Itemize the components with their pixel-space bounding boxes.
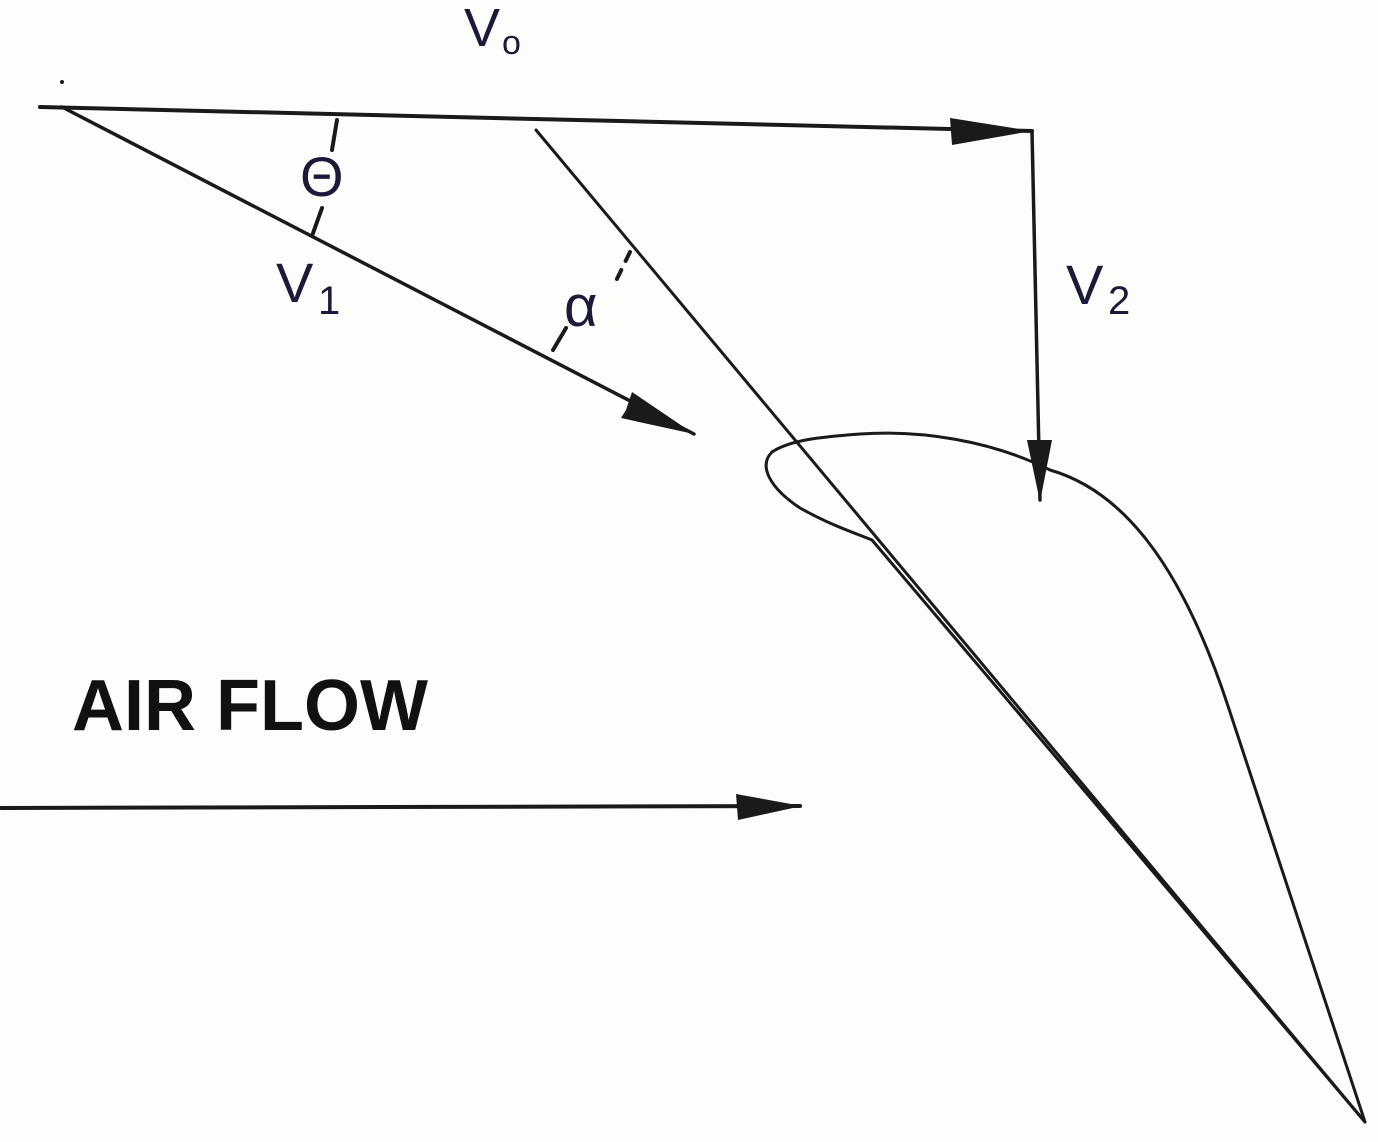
theta-arc-upper	[330, 118, 339, 152]
airflow-arrowhead	[736, 794, 802, 820]
alpha-arc-upper	[612, 250, 632, 287]
v1-arrowhead	[621, 392, 694, 434]
v1-subscript: 1	[318, 279, 340, 323]
alpha-arc-lower	[551, 326, 568, 352]
v2-subscript: 2	[1108, 279, 1130, 323]
theta-label: Θ	[300, 145, 344, 208]
v0-vector-line	[38, 105, 1034, 133]
v2-arrowhead	[1027, 440, 1052, 502]
airflow-arrow-line	[0, 804, 802, 810]
v2-vector-line	[1030, 129, 1042, 502]
v0-arrowhead	[950, 118, 1032, 145]
v2-label: V	[1066, 253, 1104, 316]
v0-label: V	[464, 0, 500, 58]
alpha-label: α	[564, 274, 598, 339]
v1-vector-line	[60, 105, 696, 436]
theta-arc-lower	[310, 206, 324, 238]
air-flow-label: AIR FLOW	[72, 666, 428, 746]
airfoil-outline	[764, 431, 1367, 1124]
v1-label: V	[276, 251, 314, 314]
stray-dot	[60, 80, 64, 84]
v0-subscript: o	[502, 24, 521, 62]
